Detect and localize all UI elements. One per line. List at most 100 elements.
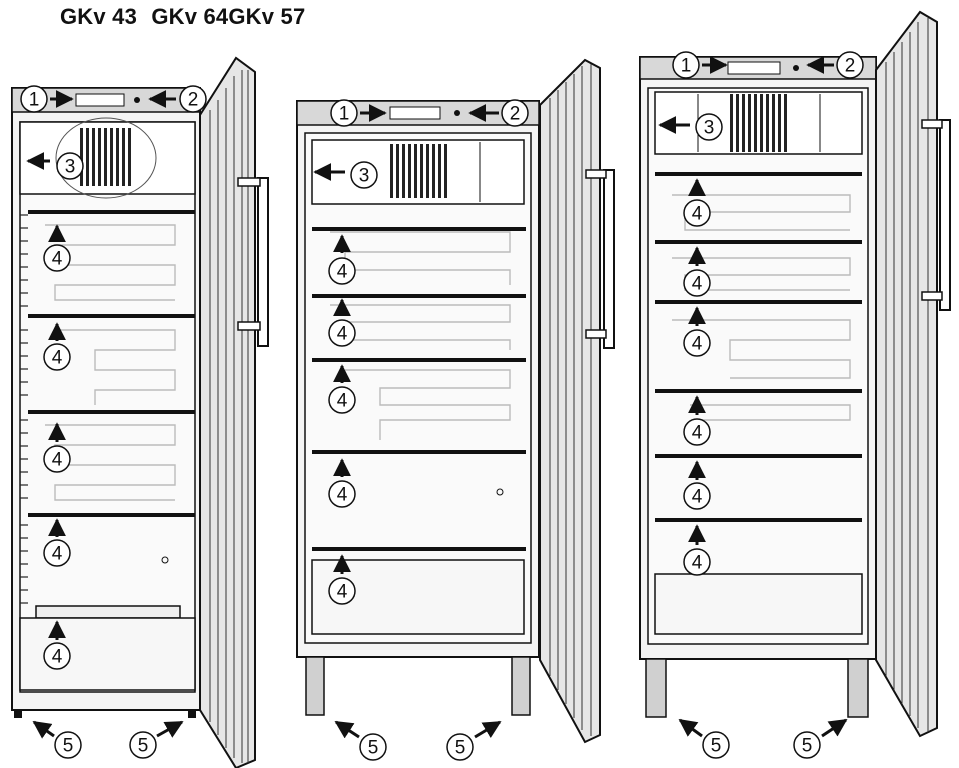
door [199,56,256,768]
callout-arrow [821,718,848,738]
callout-circle [350,161,378,189]
callout-number: 5 [138,736,149,757]
callout-circle [683,329,711,357]
callout-number: 5 [455,738,466,759]
callout-circle [328,319,356,347]
callout-circle [43,539,71,567]
callout-number: 3 [359,166,370,187]
callout-circle [43,642,71,670]
callout-arrow [156,720,184,738]
callout-1: 1 [330,99,387,127]
callout-number: 4 [692,274,703,295]
callout-circle [328,257,356,285]
side-ribs [20,214,28,604]
callout-number: 2 [845,56,856,77]
evaporator-coil [45,224,176,501]
callout-4: 4 [683,395,711,446]
callout-1: 1 [20,85,74,113]
callout-circle [54,731,82,759]
callout-4: 4 [683,178,711,227]
door [875,10,938,738]
model-label-gkv64: GKv 64 [151,4,229,29]
callout-number: 2 [188,90,199,111]
fan-grille [730,94,787,152]
callout-5: 5 [793,718,848,759]
callout-circle [43,343,71,371]
callout-circle [501,99,529,127]
shelves [28,210,195,517]
callout-number: 4 [337,324,348,345]
callout-number: 4 [337,582,348,603]
callout-number: 5 [711,736,722,757]
callout-number: 4 [52,544,63,565]
callout-4: 4 [43,422,71,473]
callout-number: 4 [52,647,63,668]
fan-grille [390,144,447,198]
model-label-gkv57: GKv 57 [228,4,306,29]
callout-number: 4 [692,334,703,355]
callout-number: 4 [337,262,348,283]
callout-number: 4 [337,391,348,412]
callout-4: 4 [43,224,71,272]
callout-circle [56,152,84,180]
callout-arrow [678,718,703,738]
door-handle [603,169,615,349]
callout-4: 4 [43,620,71,670]
callout-4: 4 [683,460,711,510]
callout-2: 2 [806,51,864,79]
door-handle [257,177,269,347]
callout-number: 1 [339,104,350,125]
callout-4: 4 [328,554,356,605]
callout-5: 5 [129,720,184,759]
fridge-gkv57 [639,10,951,738]
callout-4: 4 [43,518,71,567]
callout-number: 4 [337,485,348,506]
callout-arrow [334,720,360,739]
callout-3: 3 [313,161,378,189]
callout-circle [328,386,356,414]
callout-arrow [32,720,55,739]
shelves [655,172,862,522]
callout-5: 5 [446,720,502,761]
callout-circle [683,548,711,576]
callout-circle [695,113,723,141]
callout-circle [43,244,71,272]
callout-circle [672,51,700,79]
callout-number: 5 [368,738,379,759]
door [539,58,601,744]
callout-number: 2 [510,104,521,125]
callout-circle [702,731,730,759]
fridge-gkv43 [11,56,269,768]
callout-circle [446,733,474,761]
callout-4: 4 [683,524,711,576]
callout-5: 5 [32,720,82,759]
callout-circle [328,577,356,605]
callout-circle [330,99,358,127]
callout-circle [683,199,711,227]
callout-number: 1 [29,90,40,111]
model-label-gkv43: GKv 43 [60,4,138,29]
callout-5: 5 [334,720,387,761]
callout-number: 5 [802,736,813,757]
fridge-gkv64 [296,58,615,744]
callout-2: 2 [468,99,529,127]
callout-circle [129,731,157,759]
callout-4: 4 [328,298,356,347]
callout-number: 4 [52,249,63,270]
callout-4: 4 [328,364,356,414]
callout-number: 4 [52,348,63,369]
callout-number: 4 [692,553,703,574]
callout-number: 3 [704,118,715,139]
callout-2: 2 [148,85,207,113]
callout-circle [683,269,711,297]
callout-4: 4 [683,306,711,357]
callout-circle [683,482,711,510]
callout-5: 5 [678,718,730,759]
callout-number: 4 [692,487,703,508]
callout-number: 1 [681,56,692,77]
callout-circle [179,85,207,113]
callout-1: 1 [672,51,728,79]
callout-4: 4 [43,322,71,371]
callout-circle [328,480,356,508]
callout-circle [43,445,71,473]
